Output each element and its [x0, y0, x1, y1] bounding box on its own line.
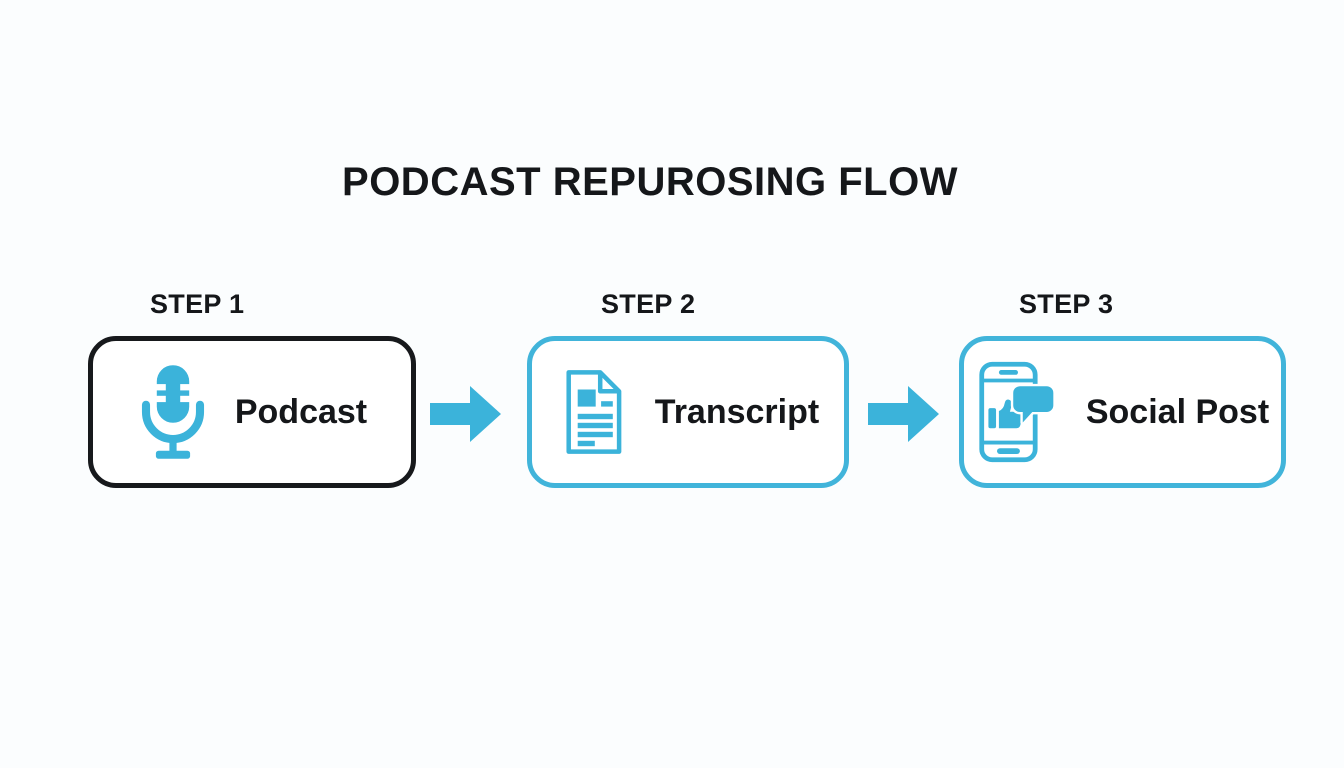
document-icon: [557, 367, 629, 457]
step-2-label: STEP 2: [601, 289, 696, 319]
step-2-name: Transcript: [654, 392, 820, 431]
microphone-icon: [137, 363, 209, 461]
page-title: PODCAST REPUROSING FLOW: [342, 160, 958, 204]
step-1-name: Podcast: [234, 392, 368, 431]
step-1-box: Podcast: [88, 336, 416, 488]
speech-bubble-glyph: [1010, 383, 1056, 425]
right-arrow-icon: [868, 385, 940, 443]
step-2-box: Transcript: [527, 336, 849, 488]
step-3-name: Social Post: [1085, 392, 1270, 431]
step-1-label: STEP 1: [150, 289, 245, 319]
smartphone-social-icon: [976, 361, 1060, 463]
step-3-box: Social Post: [959, 336, 1286, 488]
step-3-label: STEP 3: [1019, 289, 1114, 319]
thumbs-up-glyph: [988, 399, 1023, 429]
right-arrow-icon: [430, 385, 502, 443]
